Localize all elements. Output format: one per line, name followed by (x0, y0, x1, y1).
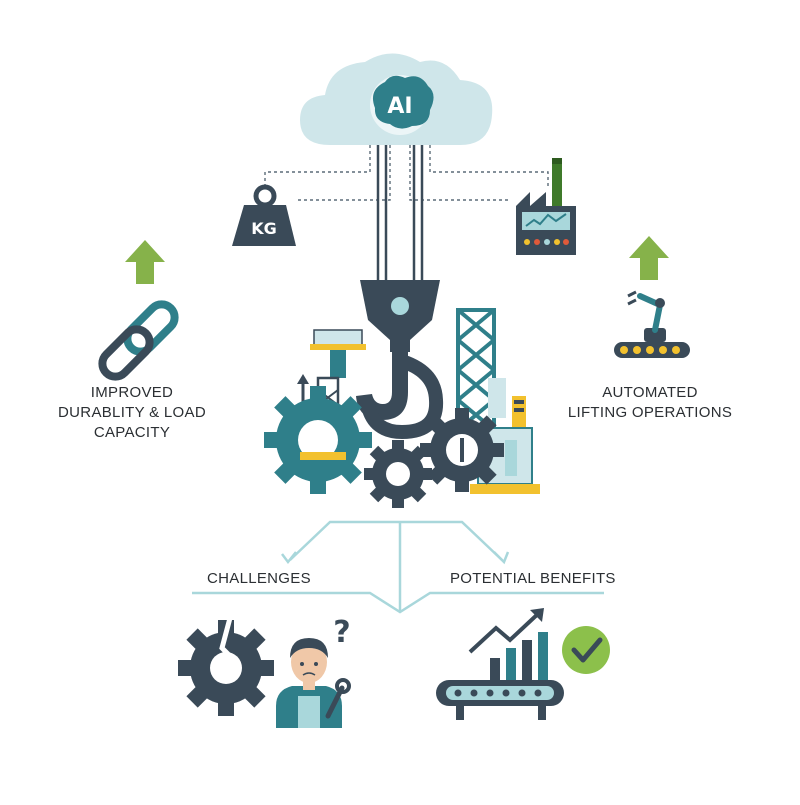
lift-platform (300, 452, 346, 460)
challenges-label: CHALLENGES (207, 570, 311, 587)
crane-cables (376, 145, 424, 280)
buildings-icon (470, 378, 540, 494)
factory-control-panel-icon (516, 158, 576, 255)
gear-icon (364, 440, 432, 508)
weight-kg-label: KG (251, 219, 277, 238)
crane-hook-icon (356, 280, 444, 440)
potential-benefits-label: POTENTIAL BENEFITS (450, 570, 616, 587)
robot-arm-conveyor-icon (614, 290, 690, 358)
rising-chart-conveyor-icon (436, 608, 564, 720)
up-arrow-icon (125, 240, 165, 284)
worker-icon: ? (276, 615, 351, 728)
branch-lines (192, 520, 604, 614)
connector-lines (264, 145, 549, 201)
chain-link-icon (98, 300, 179, 381)
right-panel-text: AUTOMATED LIFTING OPERATIONS (560, 383, 740, 423)
right-panel-line: LIFTING OPERATIONS (567, 404, 733, 421)
gear-icon (264, 386, 372, 494)
left-panel-line: DURABLITY & LOAD (58, 404, 206, 421)
cloud-ai-icon: AI (300, 53, 493, 145)
up-arrow-icon (629, 236, 669, 280)
left-panel-line: CAPACITY (93, 424, 171, 441)
gear-icon (420, 408, 504, 492)
question-mark: ? (333, 615, 350, 650)
left-panel-text: IMPROVED DURABLITY & LOAD CAPACITY (42, 383, 222, 443)
cloud-ai-label: AI (387, 94, 412, 119)
right-panel-line: AUTOMATED (602, 384, 698, 401)
checkmark-icon (562, 626, 610, 674)
weight-kg-icon: KG (232, 184, 296, 246)
left-panel-line: IMPROVED (90, 384, 174, 401)
broken-gear-icon (178, 617, 274, 716)
